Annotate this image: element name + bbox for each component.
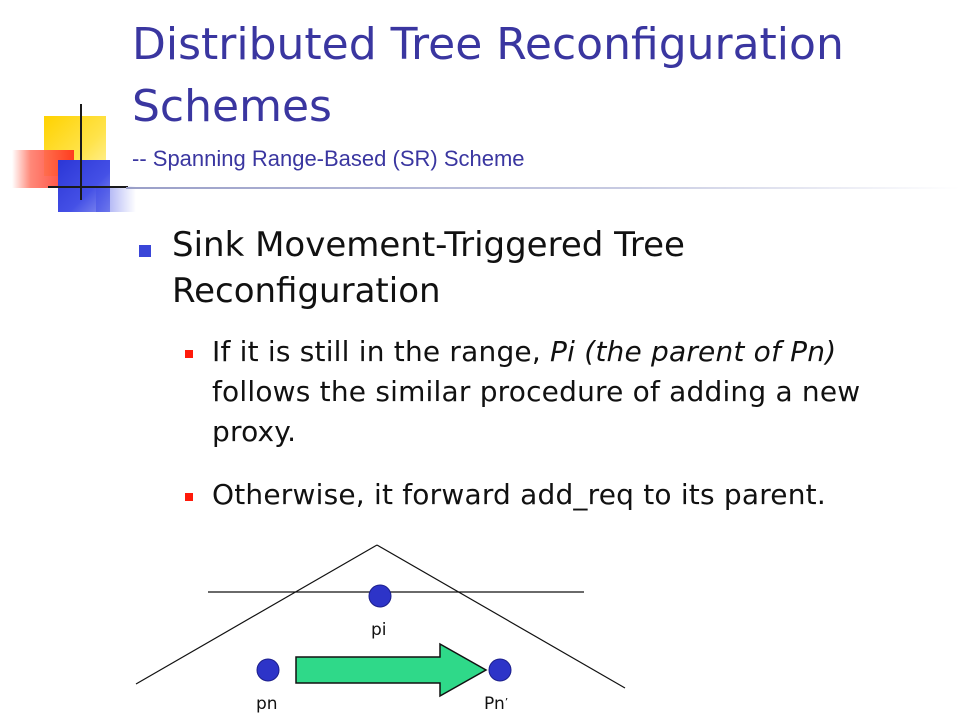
tree-right-edge xyxy=(376,544,626,689)
sub-bullet-square-icon xyxy=(185,350,193,358)
label-pn-prime: Pn’ xyxy=(484,694,508,714)
title-line-2: Schemes xyxy=(132,81,332,132)
node-pn-prime xyxy=(488,658,512,682)
slide-title: Distributed Tree Reconfiguration Schemes xyxy=(132,14,844,138)
label-pn: pn xyxy=(256,694,278,714)
move-arrow-icon xyxy=(295,642,488,698)
bullet-square-icon xyxy=(139,245,151,257)
label-prime-mark: ’ xyxy=(505,696,509,709)
tree-left-edge xyxy=(135,544,378,685)
slide-subtitle: -- Spanning Range-Based (SR) Scheme xyxy=(132,146,525,171)
logo-vertical-line xyxy=(80,104,82,200)
sub-bullet-1-italic: Pi (the parent of Pn) xyxy=(550,335,837,368)
label-pn-prime-base: Pn xyxy=(484,694,505,714)
sub-bullet-1-part2: follows the similar procedure of adding … xyxy=(212,375,861,448)
sub-bullet-2: Otherwise, it forward add_req to its par… xyxy=(212,478,826,511)
decorative-logo xyxy=(0,0,140,230)
title-underline xyxy=(126,187,960,189)
sub-bullet-1-part1: If it is still in the range, xyxy=(212,335,551,368)
label-pi: pi xyxy=(371,620,387,640)
title-line-1: Distributed Tree Reconfiguration xyxy=(132,19,844,70)
bullet-level1: Sink Movement-Triggered Tree Reconfigura… xyxy=(172,225,685,311)
sub-bullet-1: If it is still in the range, Pi (the par… xyxy=(212,332,932,452)
sub-bullet-square-icon xyxy=(185,493,193,501)
node-pn xyxy=(256,658,280,682)
logo-blue-fade xyxy=(96,186,136,212)
logo-horizontal-line xyxy=(48,186,128,188)
node-pi xyxy=(368,584,392,608)
